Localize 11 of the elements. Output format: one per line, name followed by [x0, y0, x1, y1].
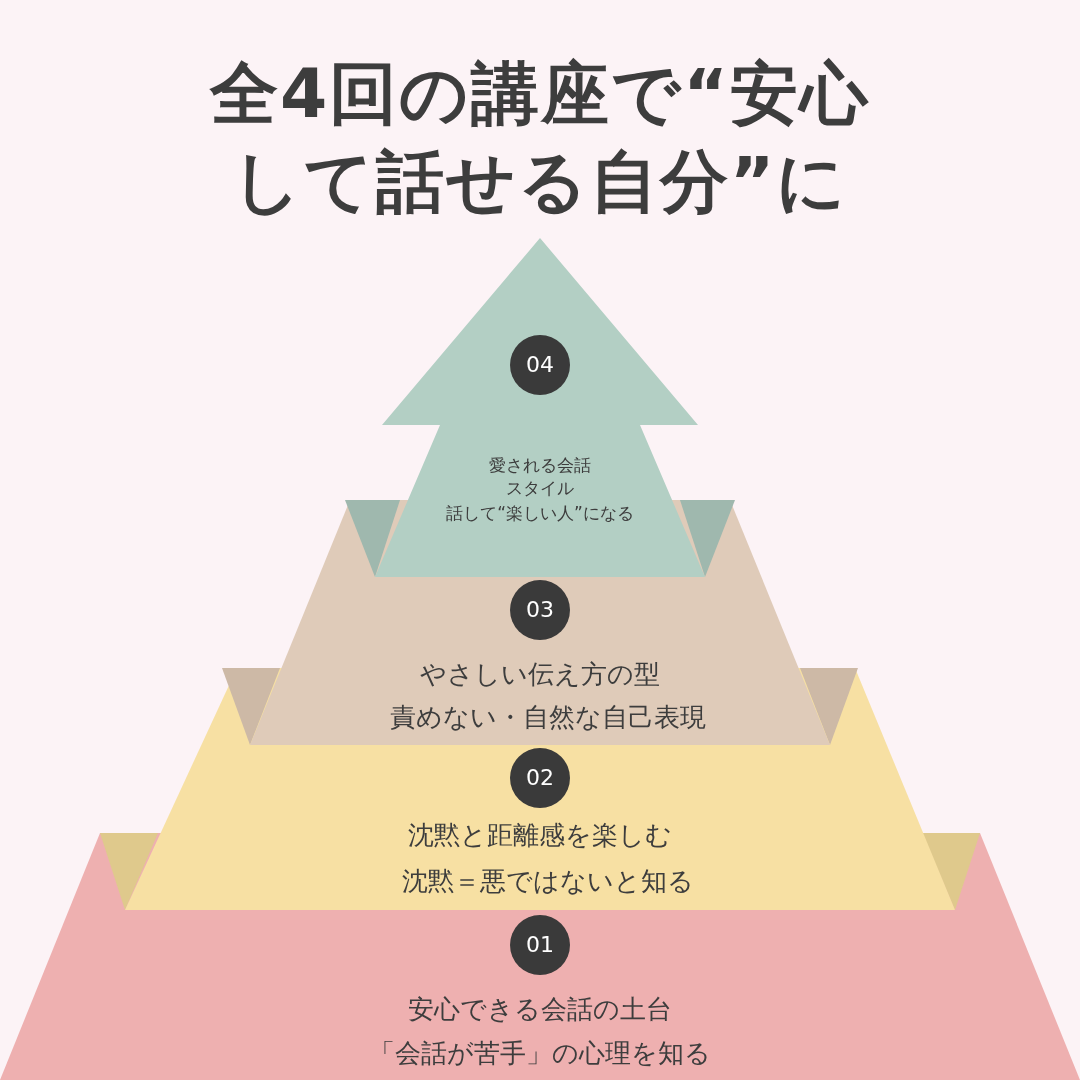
tier-description: 責めない・自然な自己表現	[390, 701, 706, 735]
tier-heading: 安心できる会話の土台	[408, 993, 672, 1027]
tier-description: 沈黙＝悪ではないと知る	[402, 865, 694, 899]
tier-heading: 沈黙と距離感を楽しむ	[408, 819, 672, 853]
tier-heading: やさしい伝え方の型	[420, 658, 660, 692]
tier-heading: 愛される会話スタイル	[488, 454, 592, 500]
tier-description: 「会話が苦手」の心理を知る	[369, 1037, 711, 1071]
pyramid-tier	[222, 500, 858, 745]
page-title: 全4回の講座で“安心して話せる自分”に	[208, 53, 871, 224]
tier-description: 話して“楽しい人”になる	[446, 501, 634, 525]
pyramid-tier	[345, 238, 735, 577]
